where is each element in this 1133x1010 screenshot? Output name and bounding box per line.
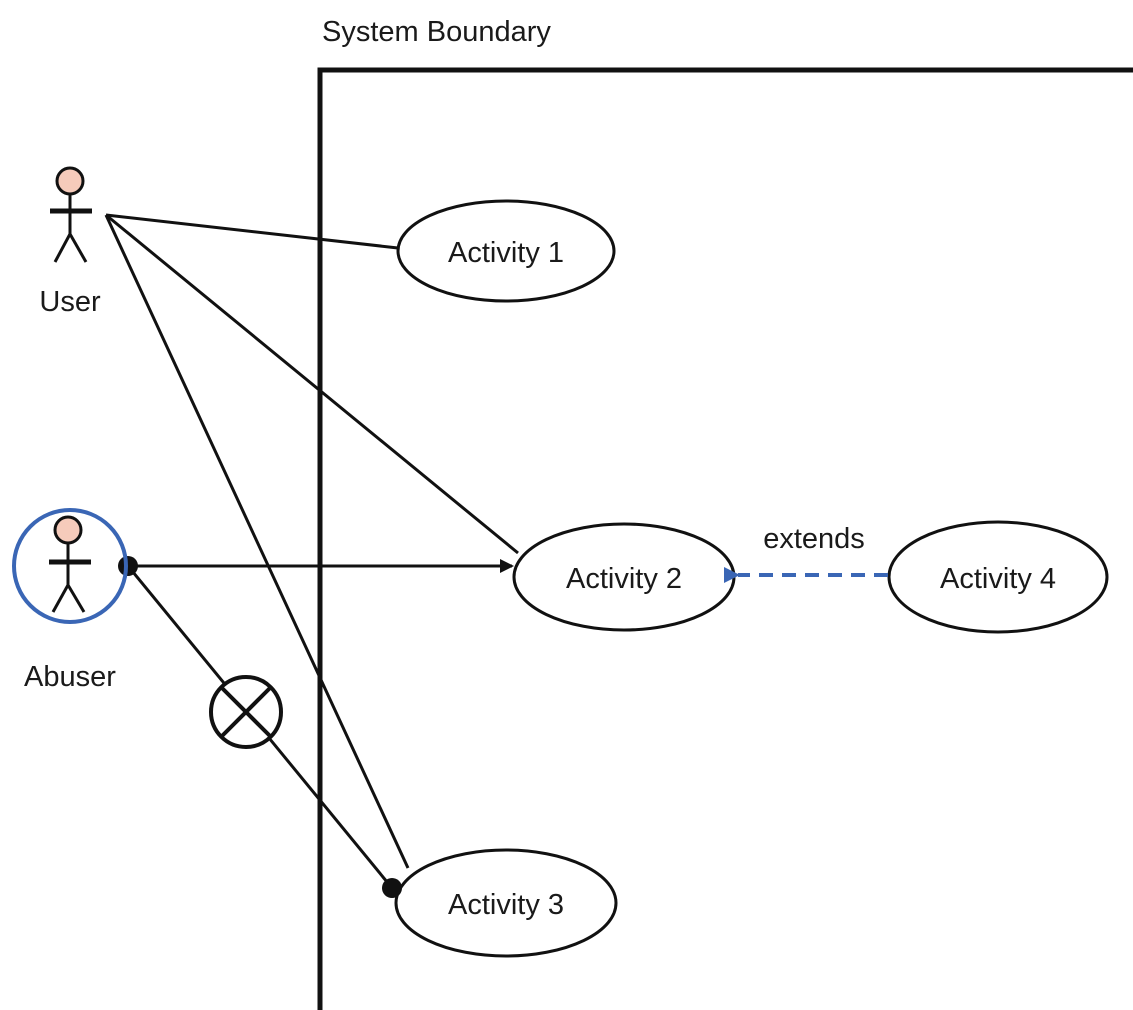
abuser-actor-icon [49, 515, 91, 613]
extends-label: extends [763, 523, 865, 555]
user-activity3-association [104, 214, 410, 869]
activity3-label: Activity 3 [448, 889, 564, 921]
system-boundary-label: System Boundary [322, 16, 551, 48]
activity4-usecase [887, 520, 1109, 634]
activity4-label: Activity 4 [940, 563, 1056, 595]
abuser-highlight-ring [12, 508, 128, 624]
user-actor-label: User [39, 286, 101, 318]
activity3-usecase [394, 848, 618, 958]
activity1-usecase [396, 199, 616, 303]
user-actor-icon [50, 166, 92, 263]
activity2-label: Activity 2 [566, 563, 682, 595]
activity3-connector-dot [382, 878, 402, 898]
user-activity2-association [105, 213, 519, 555]
blocked-marker-icon [209, 675, 283, 749]
user-activity1-association [105, 213, 399, 250]
abuser-actor-label: Abuser [24, 661, 116, 693]
system-boundary-box [317, 67, 1133, 1010]
activity1-label: Activity 1 [448, 237, 564, 269]
